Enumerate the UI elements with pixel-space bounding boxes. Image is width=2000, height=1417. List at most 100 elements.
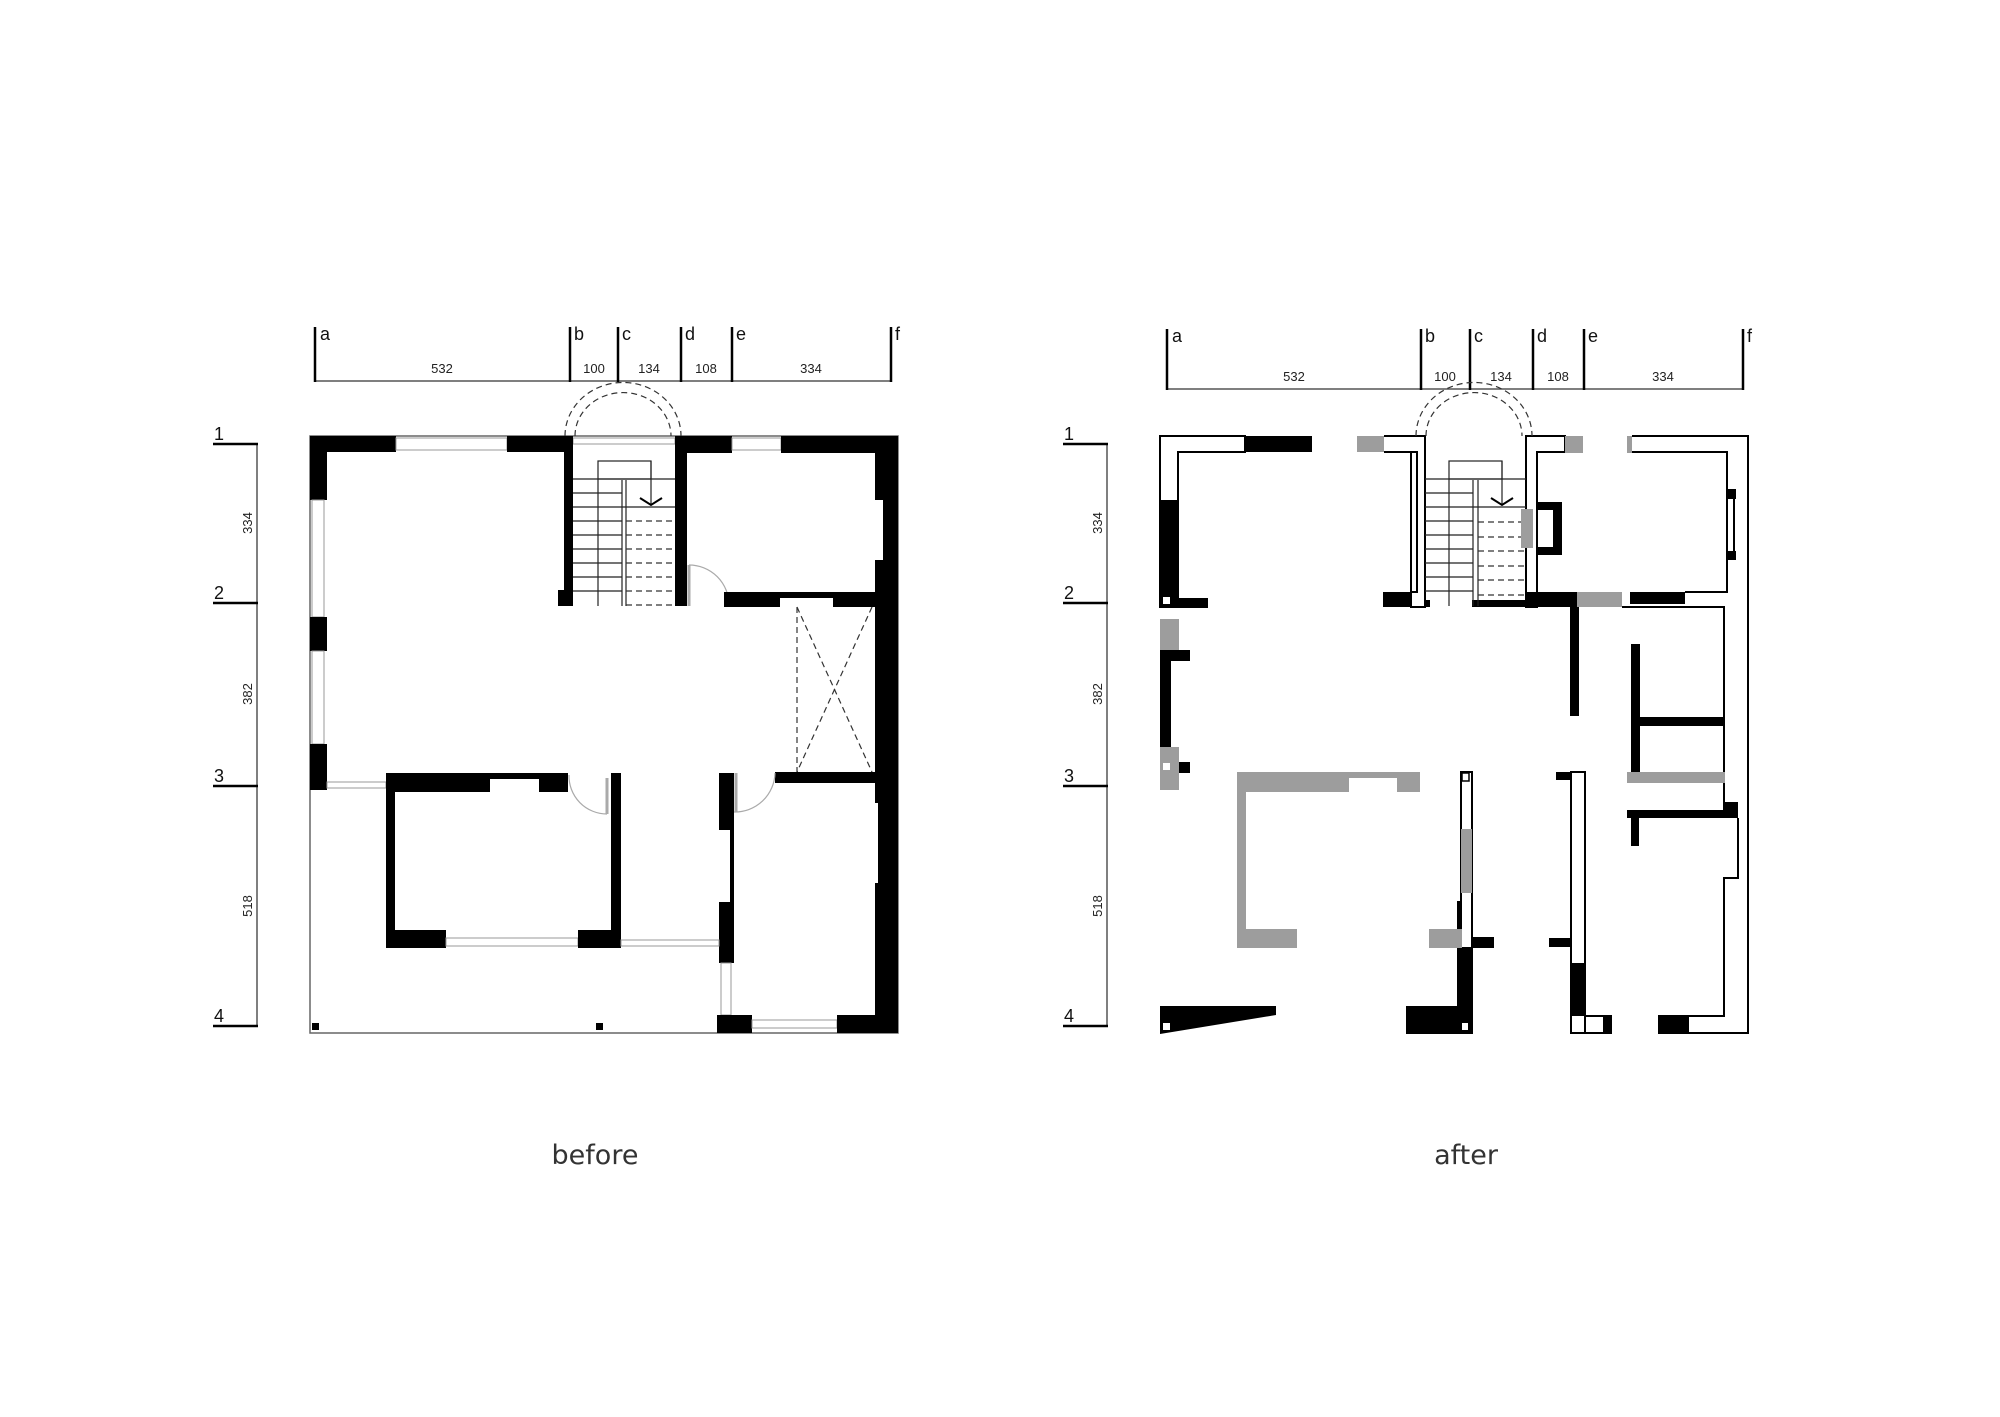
wall [1472, 937, 1494, 948]
wall [1424, 600, 1430, 607]
dimension-b-c: 100 [1434, 369, 1456, 384]
grid-label-f: f [1747, 326, 1753, 346]
wall [1178, 599, 1207, 607]
door-swing [733, 772, 776, 813]
wall-niche [875, 500, 883, 560]
wall-niche [872, 803, 878, 883]
grid-label-1: 1 [1064, 424, 1074, 444]
wall [1245, 436, 1312, 452]
wall [1639, 717, 1724, 726]
column-post [1163, 1023, 1170, 1030]
wall [1570, 607, 1579, 716]
grid-label-3: 3 [214, 766, 224, 786]
wall [507, 436, 573, 452]
grid-label-4: 4 [1064, 1006, 1074, 1026]
wall [675, 436, 732, 453]
wall [1549, 938, 1571, 947]
wall [310, 617, 327, 651]
wall [1571, 963, 1585, 1016]
plan-after: a b c d e f 532 100 134 108 334 1 2 3 4 … [1063, 326, 1753, 1171]
wall-outline [1384, 435, 1426, 608]
dimension-a-b: 532 [1283, 369, 1305, 384]
grid-label-3: 3 [1064, 766, 1074, 786]
wall-outline [1632, 451, 1728, 593]
column-post [596, 1023, 603, 1030]
grid-label-d: d [1537, 326, 1547, 346]
dimension-d-e: 108 [695, 361, 717, 376]
wall [1631, 818, 1639, 846]
wall [775, 772, 875, 783]
grid-label-f: f [895, 324, 901, 344]
dimension-bar-vertical: 1 2 3 4 334 382 518 [1063, 424, 1108, 1028]
grid-label-b: b [574, 324, 584, 344]
new-wall [1357, 436, 1384, 452]
window [751, 1019, 838, 1029]
wall [558, 590, 573, 606]
wall [780, 592, 833, 598]
wall [837, 1015, 898, 1033]
wall [1659, 1016, 1689, 1033]
dimension-d-e: 108 [1547, 369, 1569, 384]
door-swing [688, 564, 730, 606]
wall [1179, 762, 1190, 773]
wall-outline [1622, 606, 1725, 802]
window [720, 962, 732, 1016]
dimension-1-2: 334 [240, 512, 255, 534]
stair-direction-arrow-icon [1490, 497, 1514, 507]
grid-label-1: 1 [214, 424, 224, 444]
new-wall [1521, 509, 1533, 548]
wall [386, 773, 490, 792]
dimension-2-3: 382 [240, 683, 255, 705]
wall [1160, 650, 1171, 747]
window [311, 499, 325, 618]
grid-label-e: e [1588, 326, 1598, 346]
wall [875, 453, 898, 1033]
wall [1526, 592, 1577, 607]
grid-label-b: b [1425, 326, 1435, 346]
wall [1383, 592, 1411, 607]
wall [578, 930, 621, 948]
wall [1406, 948, 1473, 1034]
wall [1727, 489, 1736, 499]
fireplace [1537, 502, 1562, 555]
column-post [1163, 763, 1170, 770]
wall [386, 930, 446, 948]
wall [611, 773, 621, 948]
window [311, 650, 325, 745]
window [326, 781, 387, 789]
wall [539, 773, 568, 792]
new-wall [1577, 592, 1622, 607]
wall [310, 436, 327, 500]
dimension-b-c: 100 [583, 361, 605, 376]
wall [724, 592, 780, 607]
grid-label-d: d [685, 324, 695, 344]
wall [1556, 772, 1571, 780]
stair [1425, 460, 1526, 606]
window [731, 437, 782, 451]
column-post [1163, 597, 1170, 604]
door-swing [568, 774, 608, 815]
wall [1631, 644, 1640, 772]
new-wall [1627, 772, 1725, 783]
column-post [1461, 772, 1470, 782]
wall [1727, 551, 1736, 560]
stair-direction-arrow-icon [639, 497, 663, 507]
window [445, 937, 579, 947]
column-post [1462, 1023, 1468, 1030]
wall [719, 773, 734, 830]
wall [1723, 802, 1738, 818]
wall [1630, 592, 1685, 604]
canopy-outline [564, 381, 682, 437]
dimension-3-4: 518 [240, 895, 255, 917]
caption-before: before [552, 1140, 639, 1171]
window [395, 437, 508, 451]
wall [1160, 1006, 1276, 1034]
canopy-outline [1425, 392, 1523, 437]
new-wall [1627, 436, 1632, 453]
dimension-a-b: 532 [431, 361, 453, 376]
wall-outline [1585, 1015, 1612, 1034]
wall [717, 1015, 752, 1033]
wall-outline [1411, 451, 1418, 593]
wall [310, 744, 327, 790]
